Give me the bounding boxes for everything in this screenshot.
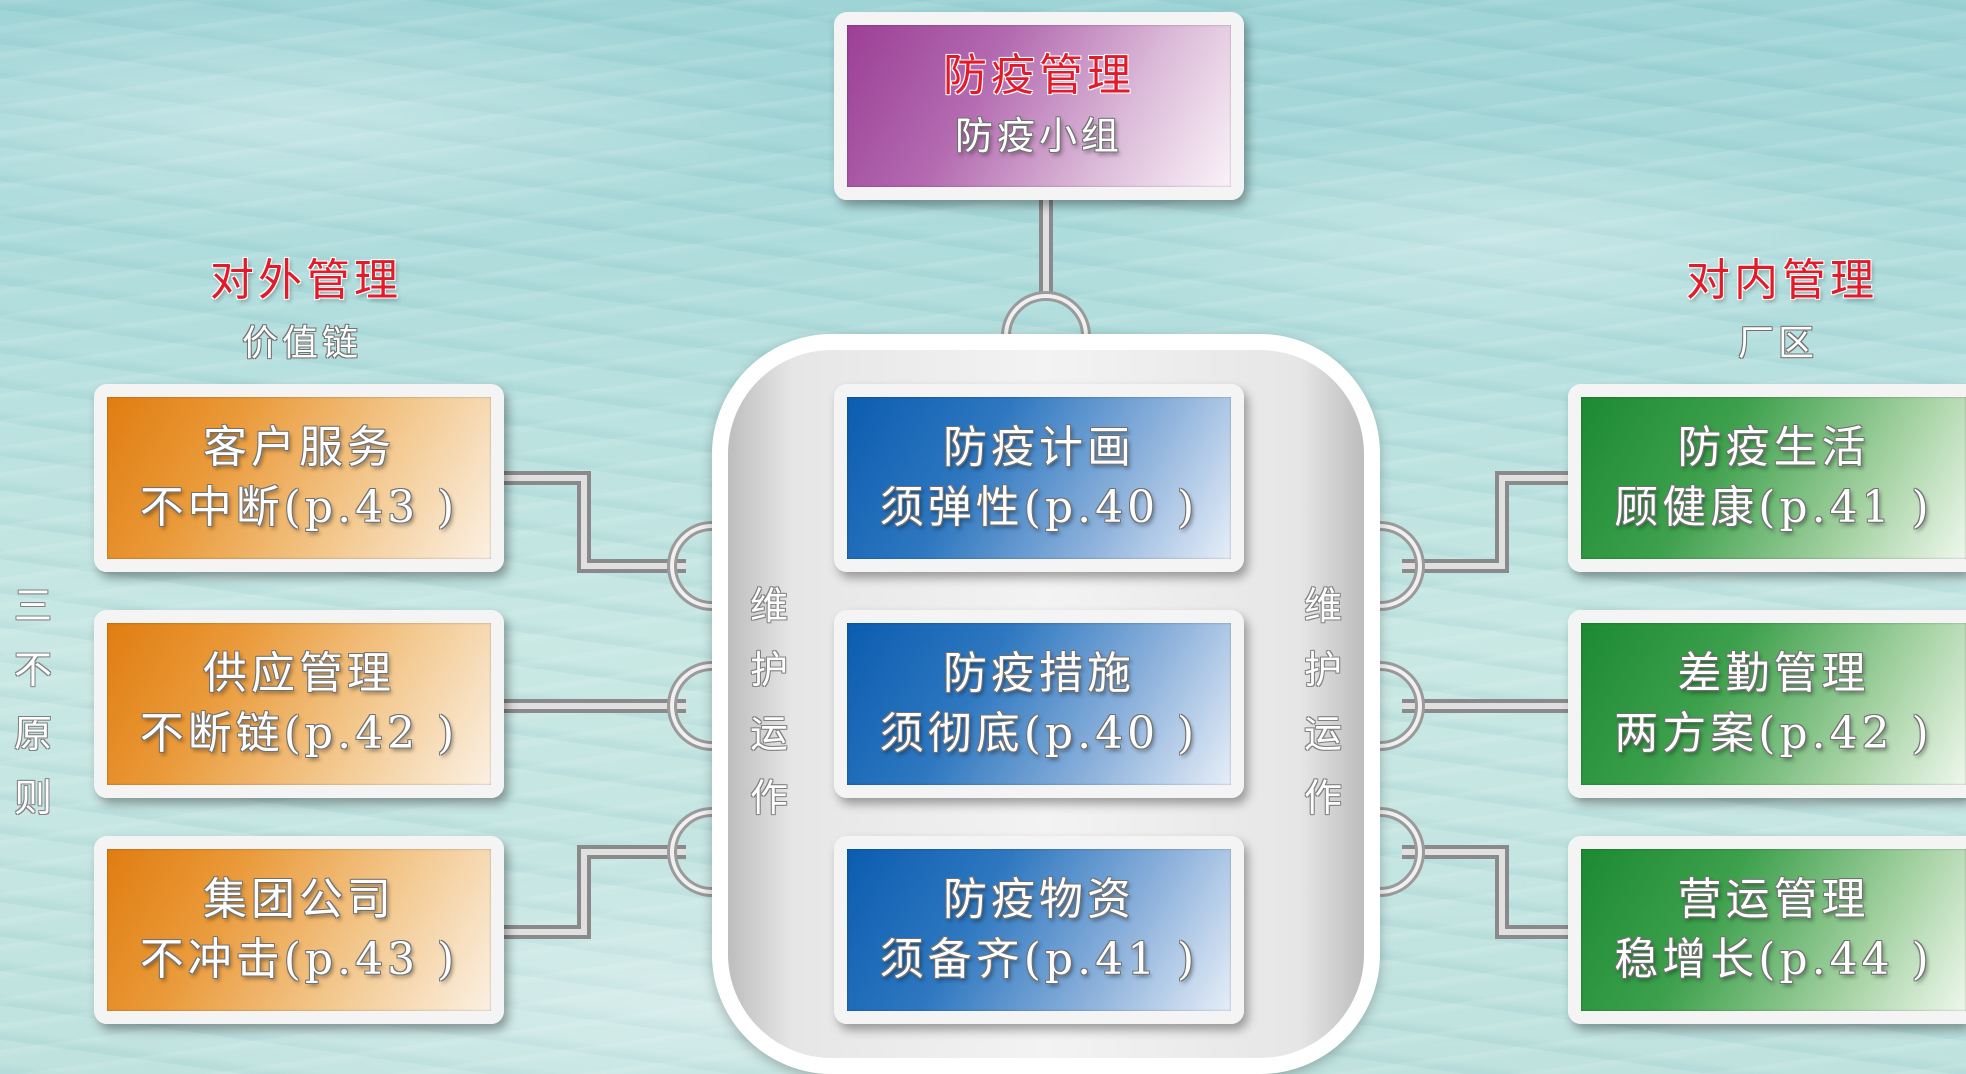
connector-left-1 bbox=[500, 471, 686, 573]
connector-right-1 bbox=[1402, 471, 1568, 573]
box-line2: 须备齐(p.41 ) bbox=[879, 934, 1199, 985]
side-label-three-principles: 三 不 原 则 bbox=[8, 574, 58, 830]
left-box-customer-service: 客户服务 不中断(p.43 ) bbox=[94, 384, 504, 572]
top-box-epidemic-management: 防疫管理 防疫小组 bbox=[834, 12, 1244, 200]
side-label-char: 不 bbox=[13, 648, 52, 692]
box-line2: 不断链(p.42 ) bbox=[139, 708, 459, 759]
box-line2: 不冲击(p.43 ) bbox=[139, 934, 459, 985]
box-line1: 差勤管理 bbox=[1677, 648, 1870, 699]
left-box-group-company: 集团公司 不冲击(p.43 ) bbox=[94, 836, 504, 1024]
box-line2: 须彻底(p.40 ) bbox=[879, 708, 1199, 759]
left-subheading: 价值链 bbox=[242, 323, 363, 364]
vertical-char: 护 bbox=[749, 648, 788, 692]
connector-right-3 bbox=[1402, 845, 1568, 939]
left-box-supply-management: 供应管理 不断链(p.42 ) bbox=[94, 610, 504, 798]
panel-right-vertical-label: 维 护 运 作 bbox=[1298, 574, 1348, 830]
side-label-char: 原 bbox=[13, 712, 52, 756]
top-box-subtitle: 防疫小组 bbox=[954, 114, 1123, 158]
vertical-char: 维 bbox=[749, 584, 788, 628]
right-box-operations-management: 营运管理 稳增长(p.44 ) bbox=[1568, 836, 1966, 1024]
connector-left-3 bbox=[500, 845, 686, 939]
box-line1: 营运管理 bbox=[1677, 874, 1870, 925]
box-line2: 须弹性(p.40 ) bbox=[879, 482, 1199, 533]
box-line2: 不中断(p.43 ) bbox=[139, 482, 459, 533]
box-line1: 防疫生活 bbox=[1677, 422, 1870, 473]
ring-top bbox=[1001, 291, 1091, 337]
box-line1: 供应管理 bbox=[203, 648, 395, 699]
box-line2: 两方案(p.42 ) bbox=[1614, 708, 1933, 759]
right-subheading: 厂区 bbox=[1738, 323, 1819, 364]
side-label-char: 则 bbox=[13, 776, 52, 820]
vertical-char: 作 bbox=[1303, 776, 1342, 820]
box-line1: 防疫物资 bbox=[943, 874, 1135, 925]
box-line2: 顾健康(p.41 ) bbox=[1614, 482, 1933, 533]
center-box-epidemic-measures: 防疫措施 须彻底(p.40 ) bbox=[834, 610, 1244, 798]
vertical-char: 维 bbox=[1303, 584, 1342, 628]
vertical-char: 护 bbox=[1303, 648, 1342, 692]
vertical-char: 运 bbox=[749, 712, 788, 756]
panel-left-vertical-label: 维 护 运 作 bbox=[744, 574, 794, 830]
side-label-char: 三 bbox=[13, 584, 52, 628]
vertical-char: 作 bbox=[749, 776, 788, 820]
box-line1: 客户服务 bbox=[203, 422, 395, 473]
right-heading: 对内管理 bbox=[1686, 255, 1878, 306]
box-line1: 防疫措施 bbox=[943, 648, 1135, 699]
box-line1: 防疫计画 bbox=[943, 422, 1135, 473]
center-box-epidemic-supplies: 防疫物资 须备齐(p.41 ) bbox=[834, 836, 1244, 1024]
right-box-epidemic-life: 防疫生活 顾健康(p.41 ) bbox=[1568, 384, 1966, 572]
box-line2: 稳增长(p.44 ) bbox=[1614, 934, 1933, 985]
left-heading: 对外管理 bbox=[210, 255, 402, 306]
vertical-char: 运 bbox=[1303, 712, 1342, 756]
top-box-title: 防疫管理 bbox=[943, 50, 1135, 101]
center-box-epidemic-plan: 防疫计画 须弹性(p.40 ) bbox=[834, 384, 1244, 572]
box-line1: 集团公司 bbox=[203, 874, 395, 925]
right-box-attendance-management: 差勤管理 两方案(p.42 ) bbox=[1568, 610, 1966, 798]
